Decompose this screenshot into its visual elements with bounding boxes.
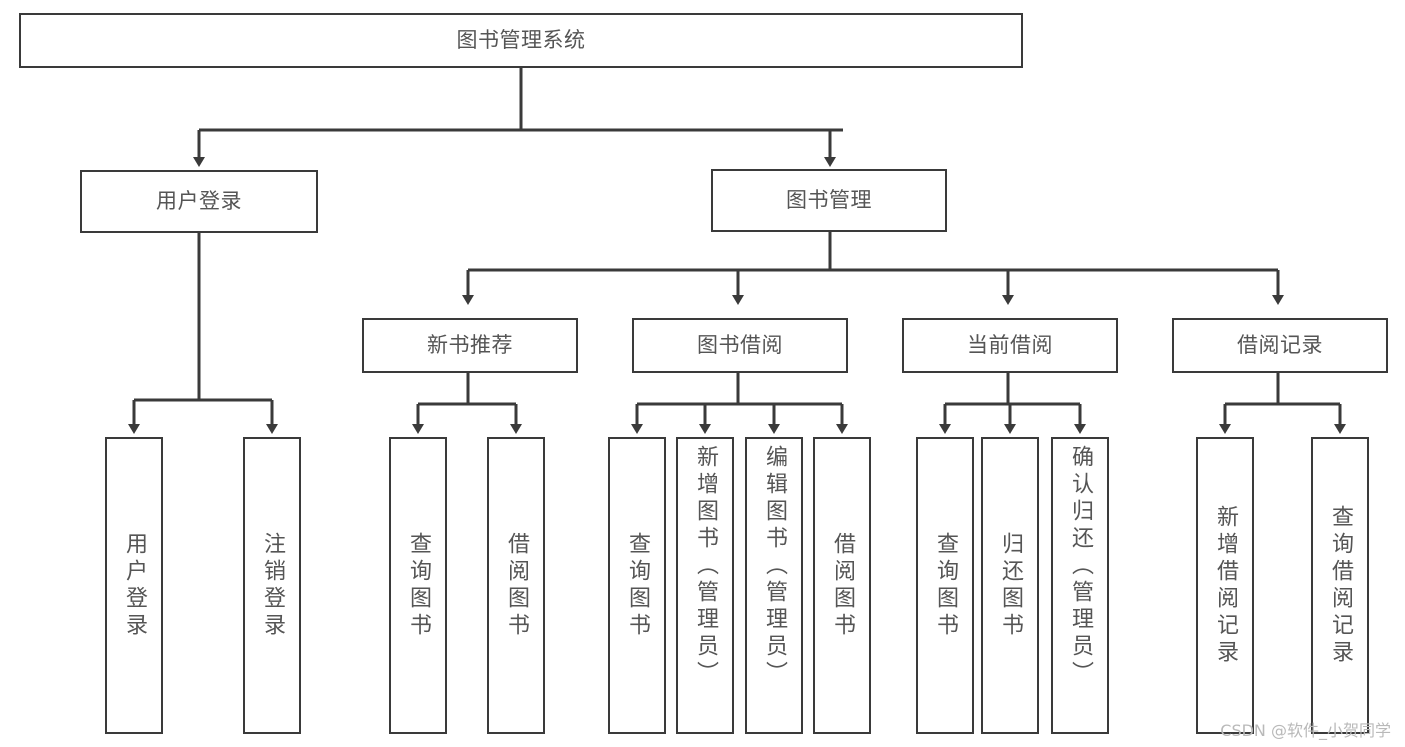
- node-label: 借阅图书: [830, 531, 855, 640]
- node-leaf-query-book-current[interactable]: 查询图书: [916, 437, 974, 734]
- node-label: 编辑图书（管理员）: [762, 445, 787, 688]
- node-label: 图书管理: [786, 188, 872, 213]
- node-leaf-add-borrow-record[interactable]: 新增借阅记录: [1196, 437, 1254, 734]
- node-label: 图书借阅: [697, 333, 783, 358]
- node-leaf-query-book-recommend[interactable]: 查询图书: [389, 437, 447, 734]
- node-label: 借阅记录: [1237, 333, 1323, 358]
- node-leaf-user-login[interactable]: 用户登录: [105, 437, 163, 734]
- node-label: 图书管理系统: [456, 28, 586, 53]
- node-label: 用户登录: [122, 531, 147, 640]
- node-label: 新增借阅记录: [1213, 504, 1238, 667]
- node-label: 当前借阅: [967, 333, 1053, 358]
- node-label: 注销登录: [260, 531, 285, 640]
- node-new-book-recommend[interactable]: 新书推荐: [362, 318, 578, 373]
- node-label: 查询图书: [933, 531, 958, 640]
- node-label: 新书推荐: [427, 333, 513, 358]
- node-label: 查询图书: [406, 531, 431, 640]
- node-root-book-management-system[interactable]: 图书管理系统: [19, 13, 1023, 68]
- node-user-login[interactable]: 用户登录: [80, 170, 318, 233]
- node-borrow-record[interactable]: 借阅记录: [1172, 318, 1388, 373]
- node-label: 查询图书: [625, 531, 650, 640]
- node-leaf-return-book[interactable]: 归还图书: [981, 437, 1039, 734]
- node-book-borrow[interactable]: 图书借阅: [632, 318, 848, 373]
- node-leaf-query-borrow-record[interactable]: 查询借阅记录: [1311, 437, 1369, 734]
- node-book-management[interactable]: 图书管理: [711, 169, 947, 232]
- node-label: 用户登录: [156, 189, 242, 214]
- csdn-watermark: CSDN @软件_小贺同学: [1220, 721, 1391, 740]
- node-leaf-logout-login[interactable]: 注销登录: [243, 437, 301, 734]
- node-leaf-add-book-admin[interactable]: 新增图书（管理员）: [676, 437, 734, 734]
- node-leaf-borrow-book-recommend[interactable]: 借阅图书: [487, 437, 545, 734]
- node-label: 确认归还（管理员）: [1068, 445, 1093, 688]
- node-label: 查询借阅记录: [1328, 504, 1353, 667]
- node-leaf-confirm-return-admin[interactable]: 确认归还（管理员）: [1051, 437, 1109, 734]
- node-leaf-edit-book-admin[interactable]: 编辑图书（管理员）: [745, 437, 803, 734]
- node-label: 借阅图书: [504, 531, 529, 640]
- node-leaf-borrow-book-borrow[interactable]: 借阅图书: [813, 437, 871, 734]
- node-current-borrow[interactable]: 当前借阅: [902, 318, 1118, 373]
- node-label: 归还图书: [998, 531, 1023, 640]
- node-label: 新增图书（管理员）: [693, 445, 718, 688]
- node-leaf-query-book-borrow[interactable]: 查询图书: [608, 437, 666, 734]
